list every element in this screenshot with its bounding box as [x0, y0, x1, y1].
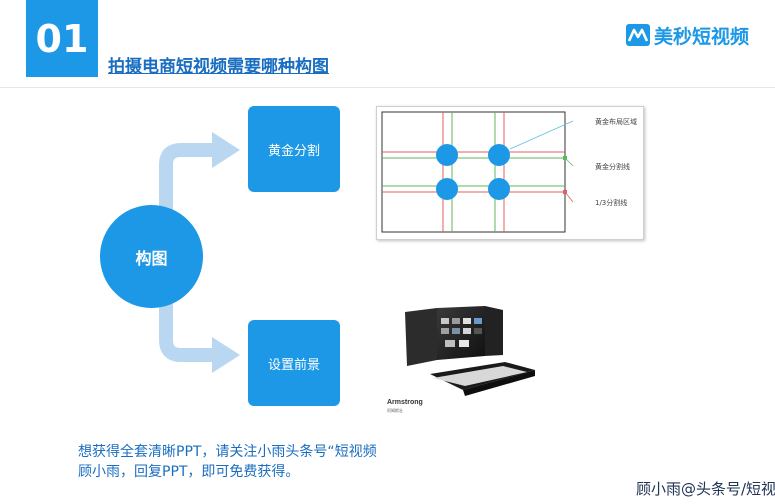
product-color-swatches: [441, 318, 482, 347]
root-node-label: 构图: [135, 248, 168, 268]
brand-m-icon: [626, 24, 650, 46]
footer-line-1: 想获得全套清晰PPT，请关注小雨头条号“短视频: [78, 444, 377, 460]
focal-point: [488, 178, 510, 200]
composition-grid-diagram: 黄金布局区域 黄金分割线 1/3分割线: [376, 106, 644, 240]
branch-label: 黄金分割: [267, 143, 320, 159]
focal-point: [436, 178, 458, 200]
header-divider: [0, 87, 775, 88]
root-node: 构图: [100, 205, 203, 308]
grid-drawing: [381, 111, 574, 233]
branch-label: 设置前景: [267, 357, 320, 373]
branch-node-golden-ratio: 黄金分割: [248, 106, 340, 192]
footer-line-2: 顾小雨，回复PPT，即可免费获得。: [78, 464, 300, 480]
brand-name: 美秒短视频: [654, 25, 750, 48]
brand-logo: 美秒短视频: [626, 18, 749, 52]
product-logo-subtext: 阿姆斯壮: [387, 407, 403, 413]
label-golden-area: 黄金布局区域: [595, 118, 637, 126]
focal-point: [436, 144, 458, 166]
slide-number: 01: [35, 16, 89, 61]
watermark: 顾小雨@头条号/短视: [636, 480, 775, 498]
label-thirds-line: 1/3分割线: [595, 199, 628, 207]
product-photo: Armstrong 阿姆斯壮: [385, 306, 535, 413]
focal-point: [488, 144, 510, 166]
arrow-head-bottom: [212, 337, 240, 373]
arrow-to-foreground: [159, 298, 215, 362]
slide-number-block: 01: [26, 0, 98, 77]
arrow-to-golden-ratio: [159, 143, 215, 215]
product-logo-text: Armstrong: [387, 399, 423, 406]
arrow-head-top: [212, 132, 240, 168]
label-golden-line: 黄金分割线: [595, 163, 630, 171]
slide-title: 拍摄电商短视频需要哪种构图: [108, 57, 329, 77]
branch-node-foreground: 设置前景: [248, 320, 340, 406]
footer-note: 想获得全套清晰PPT，请关注小雨头条号“短视频 顾小雨，回复PPT，即可免费获得…: [78, 442, 478, 482]
